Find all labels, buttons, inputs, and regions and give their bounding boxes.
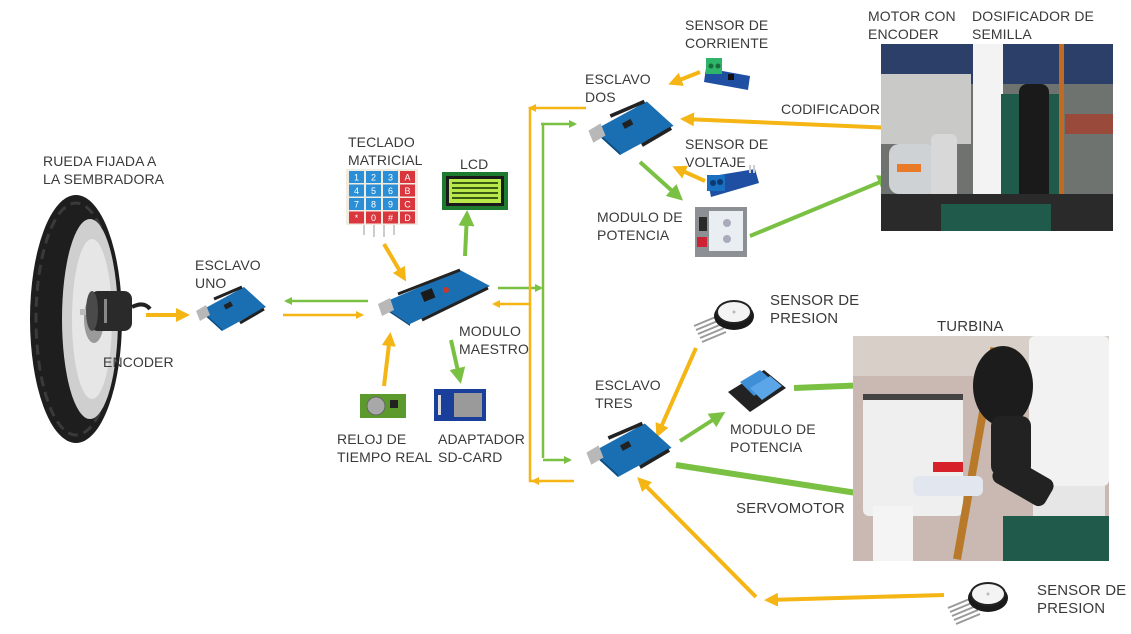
arduino-mega-icon	[376, 268, 492, 328]
sd-card-adapter-icon	[434, 389, 486, 421]
motor-encoder-label: MOTOR CON ENCODER	[868, 8, 956, 42]
tire-icon	[18, 193, 158, 445]
codifier-label: CODIFICADOR	[781, 101, 881, 117]
lcd-label: LCD	[460, 156, 489, 172]
slave-two-label: ESCLAVO DOS	[585, 71, 651, 105]
arrow-current-sensor-to-slave-two	[668, 70, 701, 86]
seed-doser-label: DOSIFICADOR DE SEMILLA	[972, 8, 1094, 42]
master-label: MODULO MAESTRO	[459, 323, 529, 357]
keypad-key-label: 6	[388, 186, 393, 196]
pressure-bottom-label: SENSOR DE PRESION	[1037, 582, 1127, 617]
arrow-slave-three-to-servomotor	[675, 462, 880, 503]
keypad-key	[366, 184, 381, 197]
seed-doser-photo	[881, 44, 1113, 231]
slave-three-label: ESCLAVO TRES	[595, 377, 661, 411]
arrow-power-module-to-motor	[749, 175, 894, 238]
pressure-sensor-icon	[944, 578, 1012, 626]
arrow-slave-three-to-relay	[678, 411, 726, 443]
rtc-module-icon	[360, 392, 406, 420]
current-sensor-label: SENSOR DE CORRIENTE	[685, 17, 769, 51]
keypad-key-label: 3	[388, 173, 393, 183]
arduino-uno-icon	[584, 418, 674, 480]
wheel-label: RUEDA FIJADA A LA SEMBRADORA	[43, 153, 165, 187]
arrow-codifier-to-slave-two	[680, 112, 894, 130]
keypad-key	[349, 211, 364, 224]
arrow-rtc-to-master	[381, 332, 396, 387]
keypad-key	[366, 171, 381, 183]
keypad-key-label: 2	[371, 173, 376, 183]
relay-module-label: MODULO DE POTENCIA	[730, 421, 816, 455]
keypad-key	[400, 184, 415, 197]
turbine-label: TURBINA	[937, 318, 1004, 335]
power-module-two-label: MODULO DE POTENCIA	[597, 209, 683, 243]
sd-label: ADAPTADOR SD-CARD	[438, 431, 525, 465]
keypad-key-label: C	[404, 200, 411, 210]
green-bus-line	[541, 122, 545, 458]
keypad-key-label: 1	[354, 173, 359, 183]
keypad-key-label: B	[404, 186, 410, 196]
keypad-key	[366, 211, 381, 224]
keypad-key	[400, 171, 415, 183]
turbine-photo	[853, 336, 1109, 561]
keypad-key-label: 7	[354, 200, 359, 210]
keypad-key-label: 5	[371, 186, 376, 196]
keypad-key	[400, 211, 415, 224]
voltage-sensor-icon	[705, 165, 761, 199]
keypad-key-label: 0	[371, 213, 376, 223]
keypad-key	[366, 198, 381, 210]
keypad-key-label: #	[388, 213, 393, 223]
keypad-key	[383, 171, 398, 183]
yellow-bus-line	[528, 106, 586, 483]
power-module-icon	[695, 207, 747, 257]
keypad-key-label: *	[355, 213, 359, 223]
keypad-key	[349, 198, 364, 210]
arrow-master-to-lcd	[458, 210, 475, 257]
arrow-pressure-bottom-to-slave-three	[637, 477, 758, 599]
slave-one-label: ESCLAVO UNO	[195, 257, 261, 291]
current-sensor-icon	[702, 58, 754, 90]
pressure-top-label: SENSOR DE PRESION	[770, 292, 860, 327]
rtc-label: RELOJ DE TIEMPO REAL	[337, 431, 433, 465]
arrow-slave-two-to-power-module	[638, 160, 683, 201]
keypad-key	[349, 184, 364, 197]
pressure-sensor-icon	[690, 296, 758, 344]
rotary-encoder-icon	[80, 287, 152, 335]
keypad-key	[383, 211, 398, 224]
keypad-key-label: D	[404, 213, 411, 223]
keypad-key	[383, 198, 398, 210]
voltage-sensor-label: SENSOR DE VOLTAJE	[685, 136, 769, 170]
relay-module-icon	[726, 366, 788, 414]
servomotor-label: SERVOMOTOR	[736, 500, 845, 517]
arduino-uno-icon	[194, 285, 268, 331]
keypad-key-label: A	[404, 173, 410, 183]
keypad-icon: 1 2 3 A 4 5 6 B 7 8 9 C * 0 # D	[346, 169, 418, 237]
lcd-display-icon	[442, 172, 508, 210]
keypad-key	[349, 171, 364, 183]
keypad-key-label: 9	[388, 200, 393, 210]
arrow-pressure-bottom-line	[764, 592, 945, 607]
encoder-label: ENCODER	[103, 354, 174, 370]
keypad-key	[383, 184, 398, 197]
keypad-key-label: 4	[354, 186, 359, 196]
keypad-label: TECLADO MATRICIAL	[348, 134, 423, 168]
keypad-key-label: 8	[371, 200, 376, 210]
arduino-uno-icon	[586, 98, 676, 156]
keypad-key	[400, 198, 415, 210]
